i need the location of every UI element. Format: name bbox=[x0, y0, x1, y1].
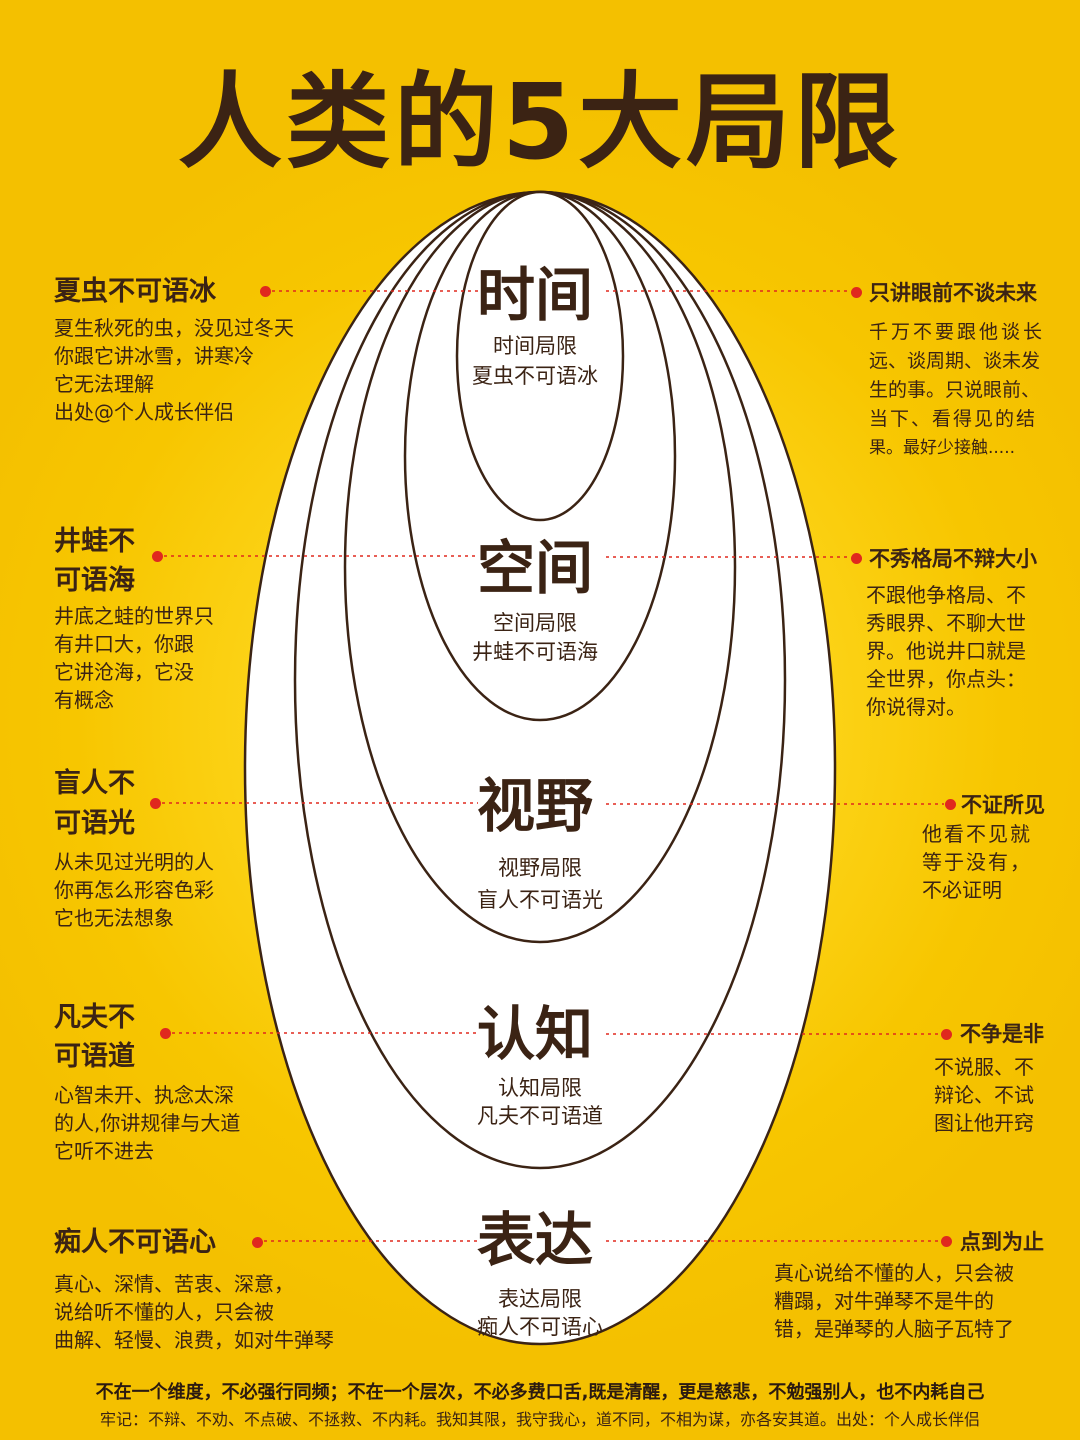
left-note-2-dot bbox=[152, 551, 163, 562]
right-note-3-dot bbox=[945, 799, 956, 810]
layer-space-title: 空间 bbox=[476, 534, 593, 602]
right-note-2-desc-5: 你说得对。 bbox=[866, 695, 966, 719]
right-note-5-desc-1: 真心说给不懂的人，只会被 bbox=[774, 1261, 1014, 1285]
left-note-4-desc-1: 心智未开、执念太深 bbox=[54, 1083, 234, 1107]
left-note-2-desc-1: 井底之蛙的世界只 bbox=[54, 604, 214, 628]
right-note-1-desc-2: 远、谈周期、谈未发 bbox=[869, 350, 1041, 372]
layer-cognition-title: 认知 bbox=[476, 1000, 593, 1068]
right-note-3-desc-2: 等于没有， bbox=[922, 850, 1032, 874]
right-note-1-title: 只讲眼前不谈未来 bbox=[869, 281, 1037, 305]
layer-cognition-sub1: 认知局限 bbox=[498, 1076, 582, 1100]
right-note-2-desc-1: 不跟他争格局、不 bbox=[866, 583, 1026, 607]
layer-space-sub2: 井蛙不可语海 bbox=[472, 640, 598, 664]
layer-expression-sub2: 痴人不可语心 bbox=[477, 1315, 603, 1339]
left-note-5-desc-1: 真心、深情、苦衷、深意， bbox=[54, 1272, 294, 1296]
left-note-3-title-2: 可语光 bbox=[54, 808, 135, 839]
left-note-1-desc-1: 夏生秋死的虫，没见过冬天 bbox=[54, 316, 294, 340]
right-note-5-desc-3: 错，是弹琴的人脑子瓦特了 bbox=[774, 1317, 1014, 1341]
left-note-2-desc-3: 它讲沧海，它没 bbox=[54, 660, 194, 684]
right-note-4-dot bbox=[941, 1029, 952, 1040]
right-note-1-desc-4: 当下、看得见的结 bbox=[869, 408, 1038, 430]
left-note-2-desc-2: 有井口大，你跟 bbox=[54, 632, 194, 656]
left-note-1-desc-3: 它无法理解 bbox=[54, 372, 154, 396]
right-note-2-desc-3: 界。他说井口就是 bbox=[866, 639, 1026, 663]
left-note-4-title-1: 凡夫不 bbox=[54, 1002, 135, 1033]
right-note-2-title: 不秀格局不辩大小 bbox=[869, 547, 1037, 571]
layer-space-sub1: 空间局限 bbox=[493, 611, 577, 635]
left-note-3-desc-1: 从未见过光明的人 bbox=[54, 850, 214, 874]
right-note-4-desc-2: 辩论、不试 bbox=[934, 1083, 1034, 1107]
left-note-5-title: 痴人不可语心 bbox=[54, 1227, 216, 1258]
right-note-3-desc-1: 他看不见就 bbox=[922, 822, 1032, 846]
left-note-1-desc-2: 你跟它讲冰雪，讲寒冷 bbox=[54, 344, 254, 368]
left-note-3-desc-2: 你再怎么形容色彩 bbox=[54, 878, 214, 902]
layer-vision-title: 视野 bbox=[476, 772, 593, 840]
left-note-5-desc-3: 曲解、轻慢、浪费，如对牛弹琴 bbox=[54, 1328, 334, 1352]
left-note-1-title: 夏虫不可语冰 bbox=[54, 276, 216, 307]
layer-vision-sub2: 盲人不可语光 bbox=[477, 888, 603, 912]
right-note-4-desc-1: 不说服、不 bbox=[934, 1055, 1034, 1079]
right-note-2-desc-2: 秀眼界、不聊大世 bbox=[866, 611, 1026, 635]
right-note-1-desc-3: 生的事。只说眼前、 bbox=[869, 379, 1041, 401]
right-note-4-desc-3: 图让他开窍 bbox=[934, 1111, 1034, 1135]
right-note-5-title: 点到为止 bbox=[960, 1230, 1044, 1254]
left-note-4-desc-2: 的人,你讲规律与大道 bbox=[54, 1111, 241, 1135]
left-note-2-title-2: 可语海 bbox=[54, 565, 135, 596]
left-note-3-dot bbox=[150, 798, 161, 809]
right-note-5-desc-2: 糟蹋，对牛弹琴不是牛的 bbox=[774, 1289, 994, 1313]
right-note-1-desc-1: 千万不要跟他谈长 bbox=[869, 321, 1046, 343]
layer-vision-sub1: 视野局限 bbox=[498, 856, 582, 880]
layer-cognition-sub2: 凡夫不可语道 bbox=[477, 1104, 603, 1128]
left-note-3-desc-3: 它也无法想象 bbox=[54, 906, 174, 930]
right-note-1-desc-5: 果。最好少接触..... bbox=[869, 438, 1016, 458]
left-note-2-title-1: 井蛙不 bbox=[54, 526, 135, 557]
left-note-4-desc-3: 它听不进去 bbox=[54, 1139, 154, 1163]
left-note-4-title-2: 可语道 bbox=[54, 1041, 135, 1072]
left-note-1-dot bbox=[260, 286, 271, 297]
footer-summary: 不在一个维度，不必强行同频；不在一个层次，不必多费口舌,既是清醒，更是慈悲，不勉… bbox=[95, 1382, 985, 1403]
page-title: 人类的5大局限 bbox=[177, 61, 903, 183]
right-note-4-title: 不争是非 bbox=[960, 1022, 1044, 1046]
footer-motto: 牢记：不辩、不劝、不点破、不拯救、不内耗。我知其限，我守我心，道不同，不相为谋，… bbox=[99, 1410, 980, 1429]
layer-time-sub1: 时间局限 bbox=[493, 334, 577, 358]
left-note-5-desc-2: 说给听不懂的人，只会被 bbox=[54, 1300, 274, 1324]
layer-expression-sub1: 表达局限 bbox=[498, 1287, 582, 1311]
left-note-1-desc-4: 出处@个人成长伴侣 bbox=[54, 400, 234, 424]
layer-expression-title: 表达 bbox=[476, 1206, 593, 1274]
right-note-1-dot bbox=[851, 287, 862, 298]
left-note-4-dot bbox=[160, 1028, 171, 1039]
right-note-2-dot bbox=[851, 553, 862, 564]
left-note-2-desc-4: 有概念 bbox=[54, 688, 114, 712]
left-note-3-title-1: 盲人不 bbox=[54, 768, 135, 799]
right-note-5-dot bbox=[941, 1236, 952, 1247]
right-note-3-title: 不证所见 bbox=[961, 793, 1045, 817]
layer-time-sub2: 夏虫不可语冰 bbox=[472, 364, 598, 388]
ellipse-time bbox=[455, 190, 625, 522]
layer-time-title: 时间 bbox=[476, 261, 593, 329]
right-note-3-desc-3: 不必证明 bbox=[922, 878, 1002, 902]
left-note-5-dot bbox=[252, 1237, 263, 1248]
right-note-2-desc-4: 全世界，你点头： bbox=[866, 667, 1026, 691]
